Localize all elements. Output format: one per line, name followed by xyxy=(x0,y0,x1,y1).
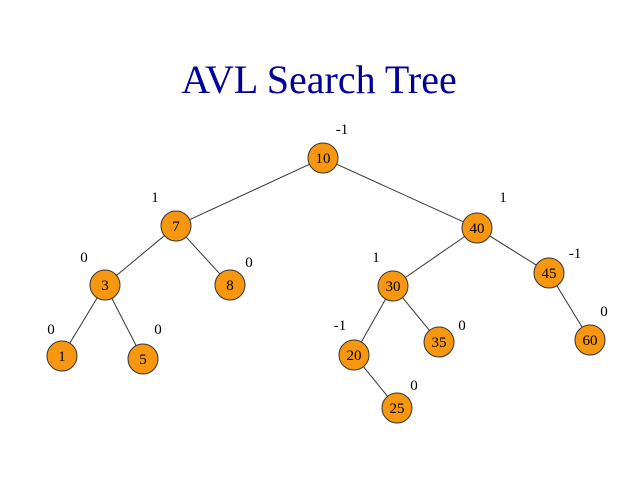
node-key: 40 xyxy=(470,221,485,237)
node-circle xyxy=(574,324,606,356)
node-key: 60 xyxy=(583,333,598,349)
balance-factor: 1 xyxy=(151,190,159,206)
tree-node: 50 xyxy=(127,322,162,375)
tree-node: 30 1 xyxy=(372,250,409,302)
balance-factor: 0 xyxy=(47,322,55,338)
edge-n30-n20 xyxy=(360,298,387,343)
tree-node: 80 xyxy=(214,255,253,301)
tree-node: 10 xyxy=(46,322,78,372)
node-key: 35 xyxy=(432,335,447,351)
node-circle xyxy=(127,343,159,375)
node-circle xyxy=(377,270,409,302)
balance-factor: 0 xyxy=(410,378,418,394)
node-circle xyxy=(461,212,493,244)
node-circle xyxy=(214,269,246,301)
edge-n3-n5 xyxy=(111,298,137,346)
node-key: 20 xyxy=(347,348,362,364)
tree-node: 71 xyxy=(151,190,192,242)
balance-factor: -1 xyxy=(336,122,349,138)
edge-n7-n3 xyxy=(116,235,165,276)
tree-node: 45 -1 xyxy=(533,246,582,289)
balance-factor: 0 xyxy=(600,304,608,320)
node-key: 1 xyxy=(58,349,66,365)
edge-n45-n60 xyxy=(556,285,583,328)
balance-factor: 1 xyxy=(499,190,507,206)
edge-n30-n35 xyxy=(402,297,430,331)
edge-n10-n7 xyxy=(189,163,310,221)
edge-n40-n45 xyxy=(489,235,537,266)
slide-title: AVL Search Tree xyxy=(181,57,457,102)
node-circle xyxy=(160,210,192,242)
node-key: 30 xyxy=(386,279,401,295)
tree-node: 35 0 xyxy=(423,318,466,358)
node-key: 7 xyxy=(172,219,180,235)
node-circle xyxy=(533,257,565,289)
edge-n7-n8 xyxy=(185,236,221,275)
balance-factor: -1 xyxy=(569,246,582,262)
tree-node: 600 xyxy=(574,304,608,356)
node-circle xyxy=(381,392,413,424)
balance-factor: 0 xyxy=(80,250,88,266)
balance-factor: -1 xyxy=(334,318,347,334)
node-key: 25 xyxy=(390,401,405,417)
edge-n20-n25 xyxy=(363,366,388,397)
tree-node: 25 0 xyxy=(381,378,418,424)
node-circle xyxy=(89,269,121,301)
node-circle xyxy=(46,340,78,372)
node-key: 45 xyxy=(542,266,557,282)
node-circle xyxy=(307,142,339,174)
edge-n3-n1 xyxy=(69,297,98,344)
balance-factor: 1 xyxy=(372,250,380,266)
edge-n40-n30 xyxy=(405,236,465,278)
node-circle xyxy=(338,339,370,371)
node-key: 8 xyxy=(226,278,234,294)
tree-node: 10 -1 xyxy=(307,122,349,174)
tree-node: 30 xyxy=(80,250,121,301)
node-key: 3 xyxy=(101,278,109,294)
edge-n10-n40 xyxy=(336,163,464,223)
node-circle xyxy=(423,326,455,358)
node-key: 5 xyxy=(139,352,147,368)
balance-factor: 0 xyxy=(154,322,162,338)
balance-factor: 0 xyxy=(458,318,466,334)
node-key: 10 xyxy=(316,151,331,167)
tree-node: 20-1 xyxy=(334,318,370,371)
balance-factor: 0 xyxy=(245,255,253,271)
tree-node: 40 1 xyxy=(461,190,507,244)
